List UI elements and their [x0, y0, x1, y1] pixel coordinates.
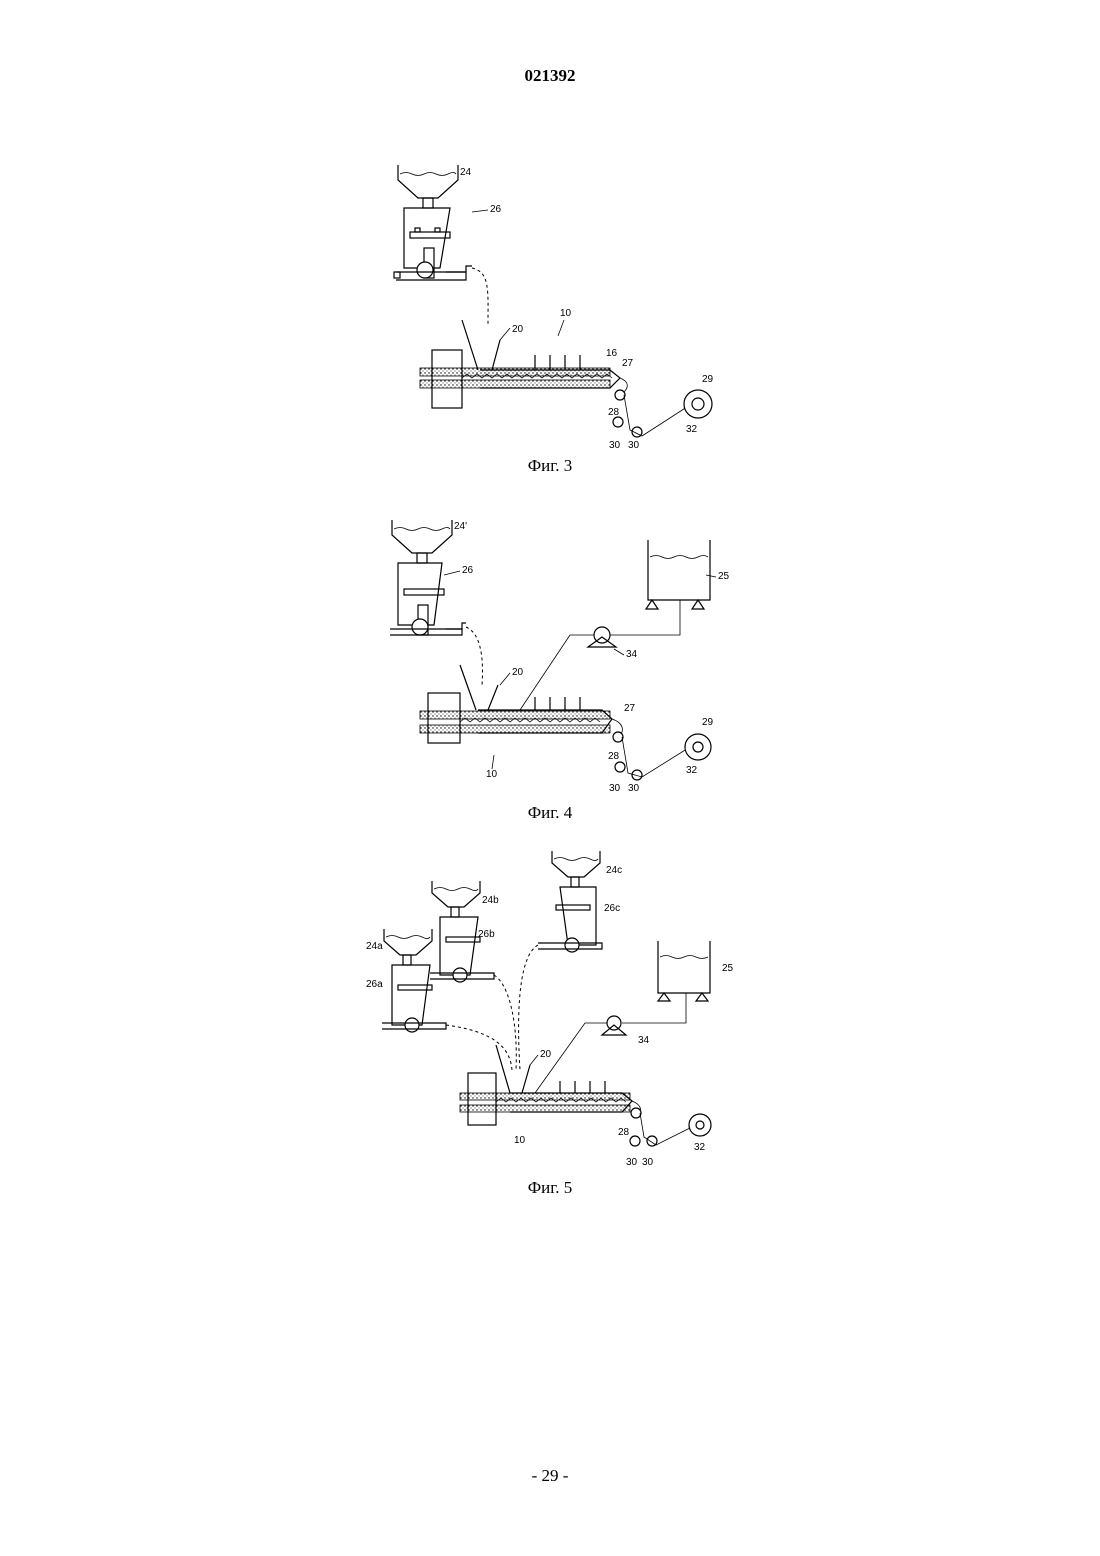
label-bath-roll-b: 30 — [628, 783, 640, 794]
feed-line-a — [446, 1025, 512, 1070]
label-feeder: 26 — [490, 204, 502, 215]
label-feeder-c: 26c — [604, 903, 620, 914]
label-bath-roll-b: 30 — [642, 1157, 654, 1168]
label-bath-roll-a: 30 — [626, 1157, 638, 1168]
take-up-line — [613, 378, 712, 437]
label-inlet: 20 — [512, 324, 524, 335]
label-strand: 27 — [622, 358, 634, 369]
page-number: - 29 - — [0, 1466, 1100, 1486]
label-spool: 29 — [702, 374, 714, 385]
label-hopper-c: 24c — [606, 865, 622, 876]
label-roller: 28 — [618, 1127, 630, 1138]
label-extruder: 10 — [514, 1135, 526, 1146]
feed-line — [466, 627, 482, 685]
label-bath-roll-a: 30 — [609, 440, 621, 451]
label-pump: 34 — [626, 649, 638, 660]
feeder-c — [538, 851, 602, 952]
additive-feed — [520, 540, 710, 710]
label-hopper: 24 — [460, 167, 472, 178]
label-bath-roll-b: 30 — [628, 440, 640, 451]
label-feeder-a: 26a — [366, 979, 383, 990]
figure-3-diagram: 24 26 10 20 16 27 28 30 30 29 32 — [380, 160, 740, 455]
feed-line-c — [519, 945, 538, 1070]
label-hopper: 24' — [454, 521, 467, 532]
label-die: 16 — [606, 348, 618, 359]
label-winder: 32 — [686, 765, 698, 776]
label-roller: 28 — [608, 407, 620, 418]
figure-4-diagram: 24' 26 20 10 27 28 30 30 29 32 25 34 — [380, 515, 740, 800]
label-strand: 27 — [624, 703, 636, 714]
label-tank: 25 — [718, 571, 730, 582]
label-winder: 32 — [694, 1142, 706, 1153]
figure-5-diagram: 24a 26a 24b 26b 24c 26c 20 10 28 30 30 3… — [360, 845, 740, 1175]
take-up-line — [630, 1101, 711, 1146]
label-winder: 32 — [686, 424, 698, 435]
figure-4-caption: Фиг. 4 — [0, 803, 1100, 823]
label-feeder-b: 26b — [478, 929, 495, 940]
hopper — [398, 165, 458, 208]
label-inlet: 20 — [512, 667, 524, 678]
figure-3-caption: Фиг. 3 — [0, 456, 1100, 476]
label-hopper-a: 24a — [366, 941, 383, 952]
label-extruder: 10 — [560, 308, 572, 319]
hopper — [392, 520, 452, 563]
figure-5-caption: Фиг. 5 — [0, 1178, 1100, 1198]
label-extruder: 10 — [486, 769, 498, 780]
label-roller: 28 — [608, 751, 620, 762]
label-spool: 29 — [702, 717, 714, 728]
label-inlet: 20 — [540, 1049, 552, 1060]
feeder-a — [382, 929, 446, 1032]
feed-line-b — [494, 975, 516, 1070]
label-bath-roll-a: 30 — [609, 783, 621, 794]
feed-line — [472, 268, 488, 325]
label-hopper-b: 24b — [482, 895, 499, 906]
feeder — [394, 208, 472, 280]
feeder — [390, 563, 466, 635]
label-tank: 25 — [722, 963, 734, 974]
label-feeder: 26 — [462, 565, 474, 576]
label-pump: 34 — [638, 1035, 650, 1046]
document-number: 021392 — [0, 66, 1100, 86]
additive-feed — [535, 941, 710, 1093]
